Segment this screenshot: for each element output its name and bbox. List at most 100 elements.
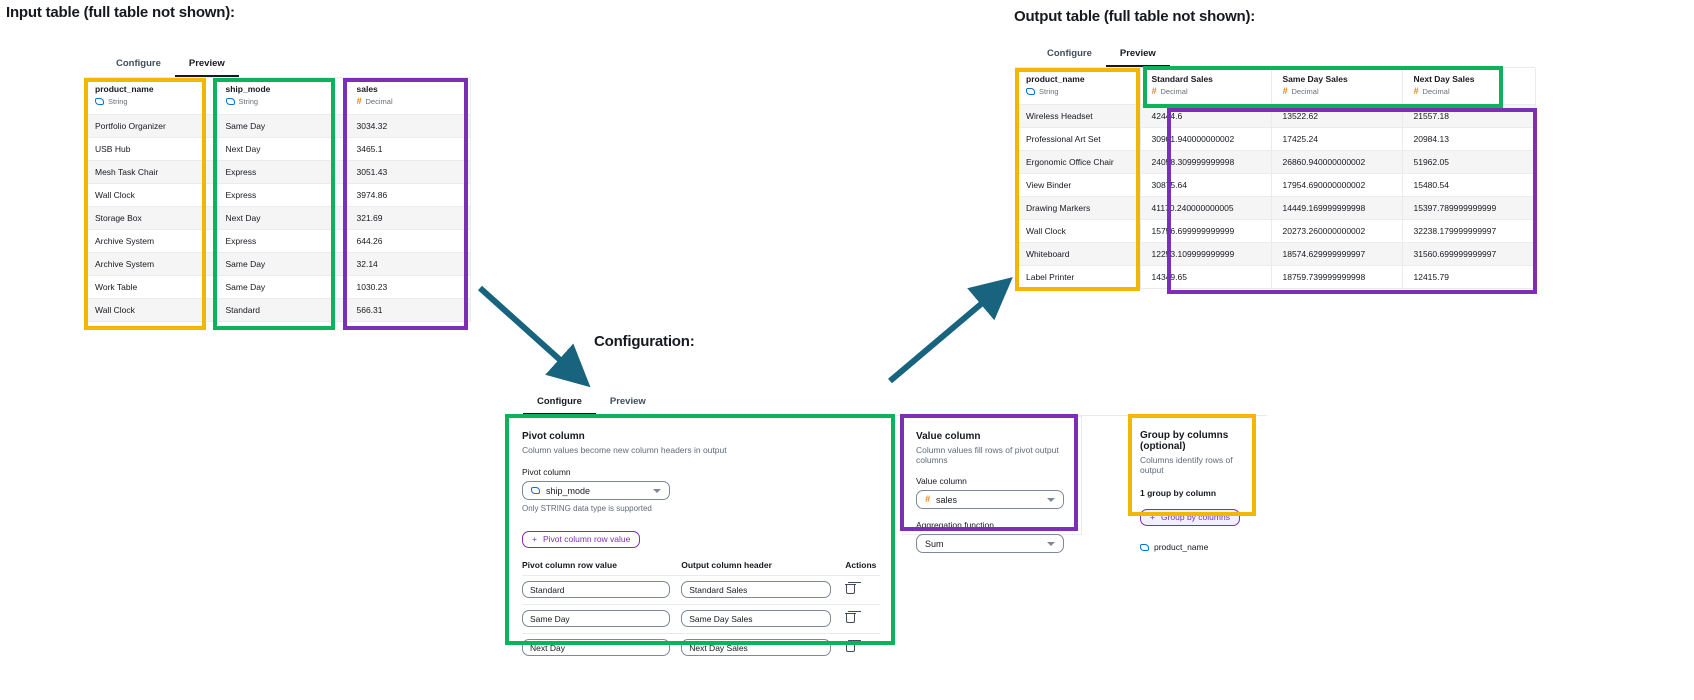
cell-same-day-sales: 20273.260000000002 [1271,219,1403,243]
cell-sales: 644.26 [345,229,471,253]
header-output-column-header: Output column header [681,555,846,576]
column-type: String [1026,87,1129,96]
arrow-configuration-to-output [888,277,1013,384]
cell-product-name: Wall Clock [84,183,215,207]
configuration-panel: Configure Preview Pivot column Column va… [507,390,1267,656]
string-icon [1140,543,1149,551]
aggregation-function-value: Sum [925,538,944,549]
add-pivot-column-row-value-button[interactable]: + Pivot column row value [522,530,641,548]
tab-preview[interactable]: Preview [1105,42,1170,67]
column-type-label: String [108,97,128,106]
value-column-select[interactable]: # sales [916,490,1064,509]
cell-same-day-sales: 18759.739999999998 [1271,265,1403,289]
configuration-tabs[interactable]: Configure Preview [507,390,1267,416]
add-group-by-columns-button[interactable]: + Group by columns [1140,508,1240,526]
cell-product-name: Wall Clock [1015,219,1141,243]
cell-standard-sales: 14349.65 [1140,265,1272,289]
cell-sales: 321.69 [345,206,471,230]
cell-same-day-sales: 17425.24 [1271,127,1403,151]
tab-preview[interactable]: Preview [174,52,239,77]
output-table-tabs[interactable]: Configure Preview [1015,42,1535,68]
pivot-column-select[interactable]: ship_mode [522,481,670,500]
output-table-header-row: product_name String Standard Sales # Dec… [1015,68,1536,105]
cell-product-name: Portfolio Organizer [84,114,215,138]
column-name: product_name [1026,74,1085,84]
cell-ship-mode: Same Day [214,252,346,276]
pivot-column-selected-value: ship_mode [546,485,591,496]
cell-ship-mode: Express [214,229,346,253]
output-header-input-0[interactable]: Standard Sales [681,581,832,598]
column-header-standard-sales[interactable]: Standard Sales # Decimal [1140,68,1272,105]
aggregation-function-select[interactable]: Sum [916,534,1064,553]
column-header-sales[interactable]: sales # Decimal [345,78,471,115]
column-type-label: String [1039,87,1059,96]
tab-configure[interactable]: Configure [1047,48,1092,59]
tab-preview[interactable]: Preview [609,396,646,407]
chevron-down-icon [1047,497,1055,502]
pivot-row-value-input-2[interactable]: Next Day [522,639,670,656]
string-icon [1026,88,1035,95]
cell-product-name: View Binder [1015,173,1141,197]
cell-standard-sales: 24058.309999999998 [1140,150,1272,174]
value-column-selected-value: sales [936,494,958,505]
input-table-tabs[interactable]: Configure Preview [84,52,470,78]
cell-same-day-sales: 14449.169999999998 [1271,196,1403,220]
column-header-product-name[interactable]: product_name String [84,78,215,115]
pivot-column-subtitle: Column values become new column headers … [522,445,727,455]
pivot-row-value-input-1[interactable]: Same Day [522,610,670,627]
group-by-column-item[interactable]: product_name [1140,542,1208,552]
trash-icon[interactable] [845,640,857,652]
hash-icon: # [925,494,931,504]
column-type: # Decimal [1283,87,1391,97]
column-type: String [95,97,203,106]
column-name: ship_mode [225,84,271,94]
trash-icon[interactable] [845,611,857,623]
input-table-header-row: product_name String ship_mode String sal… [84,78,471,115]
column-name: Same Day Sales [1282,74,1348,84]
pivot-row-value-input-0[interactable]: Standard [522,581,670,598]
cell-ship-mode: Next Day [214,137,346,161]
cell-next-day-sales: 12415.79 [1402,265,1536,289]
chevron-down-icon [1047,541,1055,546]
output-header-input-1[interactable]: Same Day Sales [681,610,832,627]
column-name: product_name [95,84,154,94]
cell-sales: 3974.86 [345,183,471,207]
cell-sales: 3051.43 [345,160,471,184]
input-table-panel: Configure Preview product_name String sh… [84,52,471,322]
string-icon [95,98,104,105]
cell-product-name: Archive System [84,252,215,276]
plus-icon: + [1150,512,1155,522]
tab-configure[interactable]: Configure [523,390,596,415]
column-header-product-name[interactable]: product_name String [1015,68,1141,105]
tab-configure[interactable]: Configure [116,58,161,69]
cell-ship-mode: Same Day [214,114,346,138]
trash-icon[interactable] [845,582,857,594]
column-type-label: String [238,97,259,106]
pivot-row-values-table: Pivot column row value Output column hea… [522,555,880,662]
cell-same-day-sales: 17954.690000000002 [1271,173,1403,197]
group-by-count-label: 1 group by column [1140,488,1217,498]
column-header-same-day-sales[interactable]: Same Day Sales # Decimal [1271,68,1403,105]
column-header-ship-mode[interactable]: ship_mode String [214,78,346,115]
cell-product-name: Professional Art Set [1015,127,1141,151]
column-header-next-day-sales[interactable]: Next Day Sales # Decimal [1402,68,1536,105]
cell-product-name: Mesh Task Chair [84,160,215,184]
value-column-card: Value column Column values fill rows of … [902,416,1082,553]
output-header-input-2[interactable]: Next Day Sales [681,639,832,656]
output-table: product_name String Standard Sales # Dec… [1015,68,1536,289]
chevron-down-icon [653,488,661,493]
column-type: # Decimal [1414,87,1524,97]
cell-product-name: Drawing Markers [1015,196,1141,220]
group-by-title: Group by columns (optional) [1140,430,1229,452]
column-type-label: Decimal [1160,87,1188,96]
value-column-subtitle: Column values fill rows of pivot output … [916,445,1059,465]
group-by-subtitle: Columns identify rows of output [1140,455,1233,475]
